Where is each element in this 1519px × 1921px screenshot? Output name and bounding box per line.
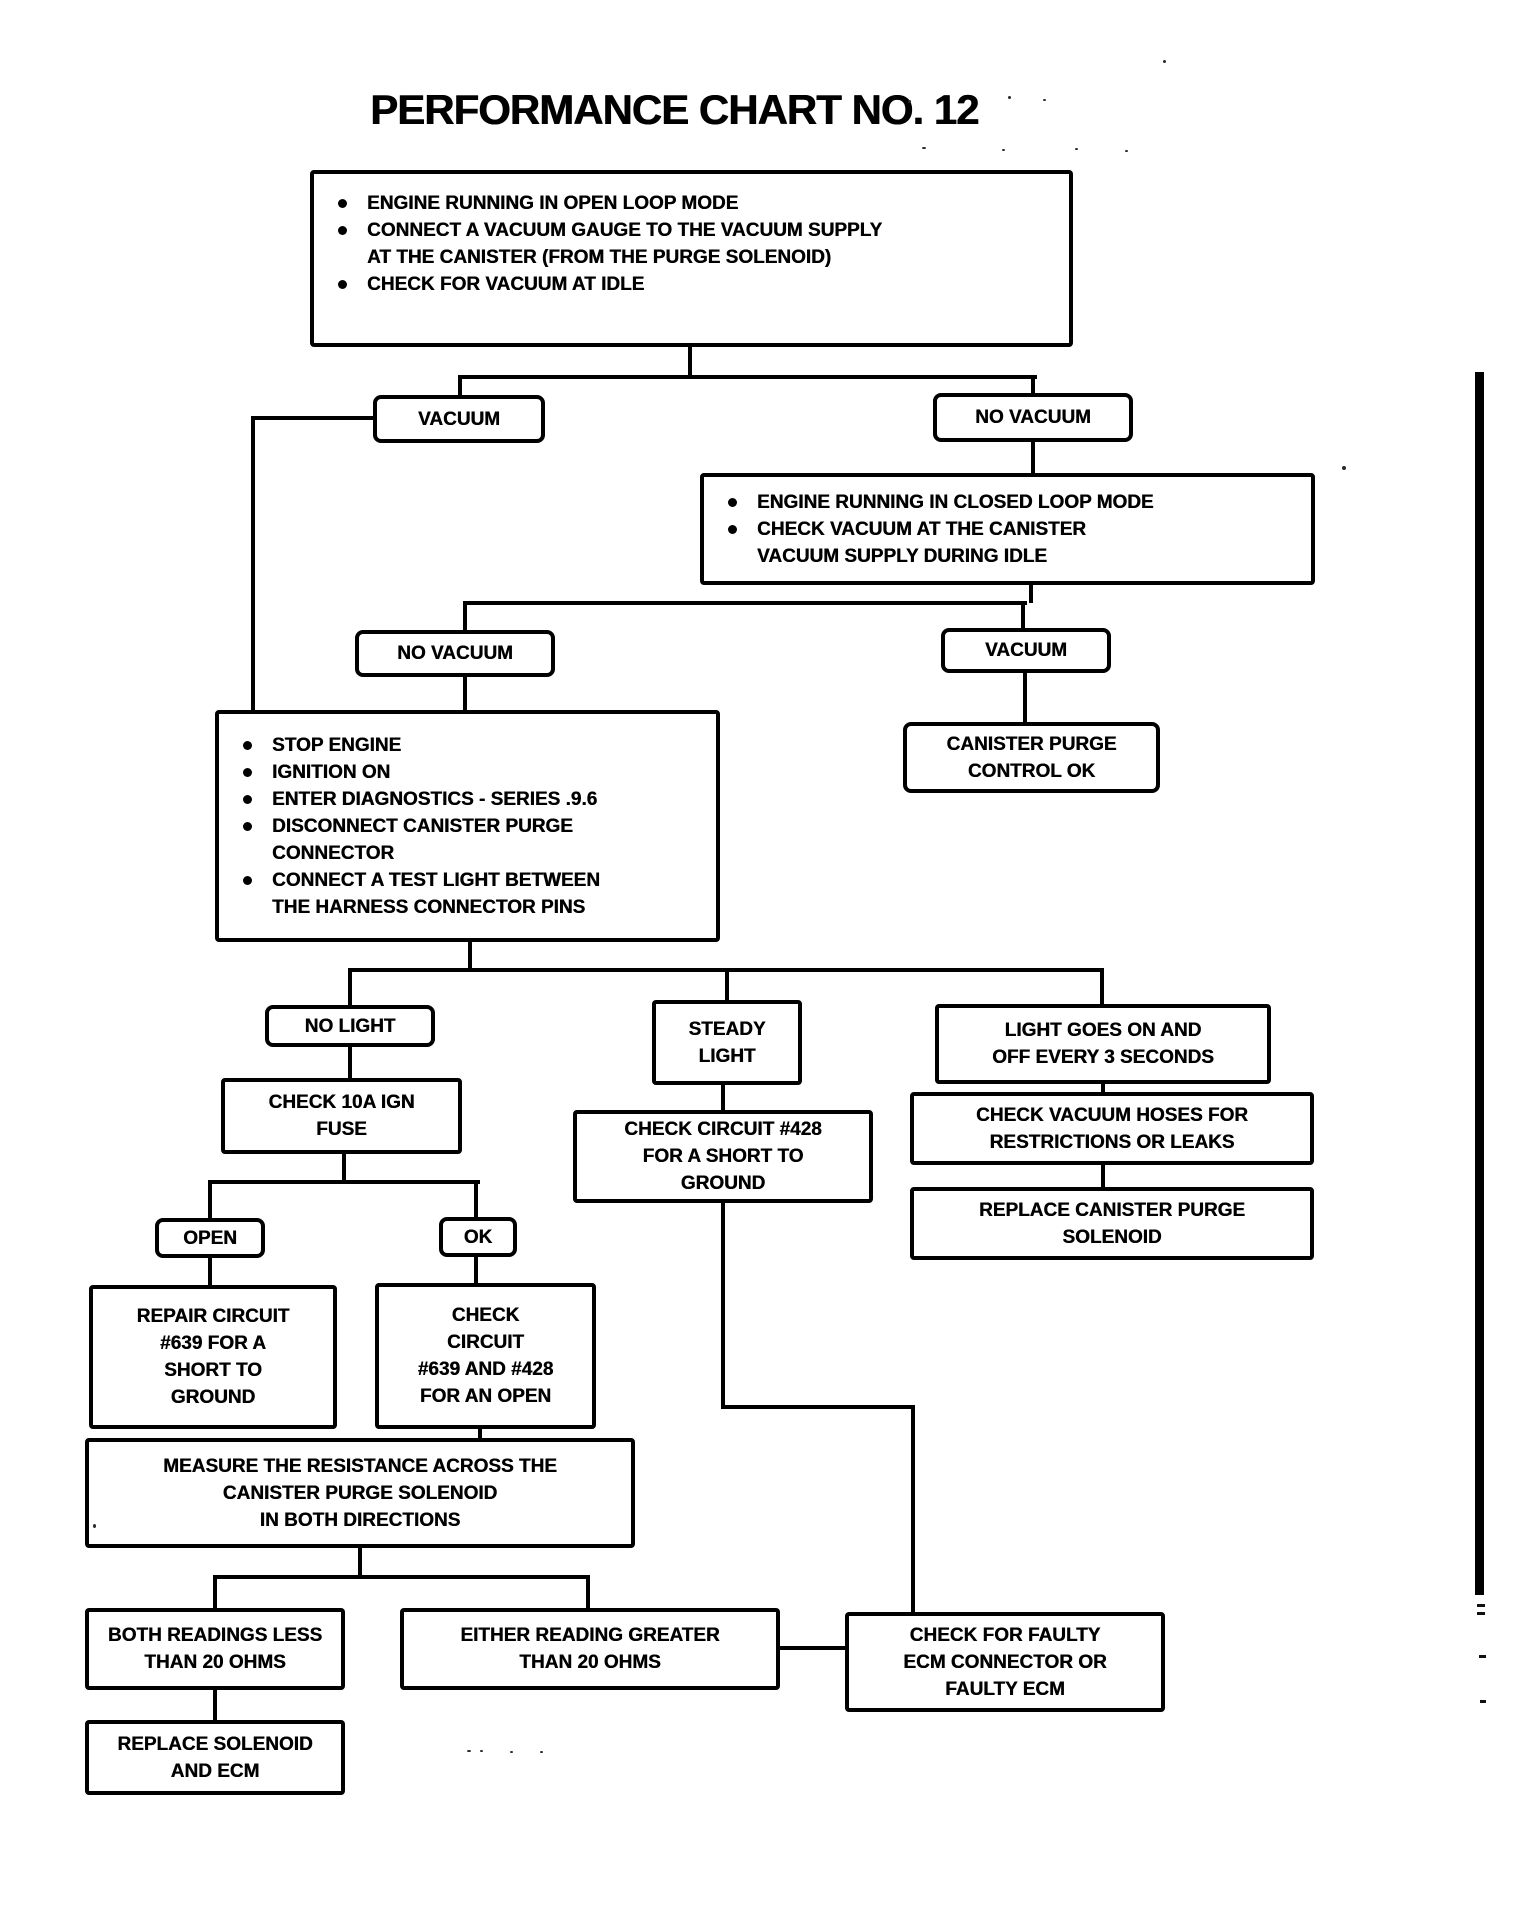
scan-artifact [1043,99,1046,101]
flow-line [721,1203,725,1409]
scan-artifact [1008,96,1011,99]
scan-artifact [1163,60,1166,63]
node-both-readings: BOTH READINGS LESS THAN 20 OHMS [85,1608,345,1690]
bullet-dot [338,226,347,235]
node-ok: OK [439,1217,517,1257]
node-stop-engine: STOP ENGINE IGNITION ON ENTER DIAGNOSTIC… [215,710,720,942]
scan-artifact [1479,1655,1486,1658]
flow-line [342,1154,346,1184]
node-check-circuit-428: CHECK CIRCUIT #428 FOR A SHORT TO GROUND [573,1110,873,1203]
flow-line [1029,585,1033,603]
bullet-dot [243,740,252,750]
node-measure-resistance: MEASURE THE RESISTANCE ACROSS THE CANIST… [85,1438,635,1548]
flow-line [1101,1084,1105,1094]
flow-line [1021,601,1025,630]
flow-line [458,375,1037,379]
bullet-dot [243,875,252,885]
flow-line [911,1405,915,1614]
flow-line [463,677,467,712]
scan-artifact [1477,1604,1485,1607]
flow-line [251,416,375,420]
node-vacuum-2: VACUUM [941,628,1111,673]
node-either-reading: EITHER READING GREATER THAN 20 OHMS [400,1608,780,1690]
bullet-dot [338,280,347,289]
node-closed-loop: ENGINE RUNNING IN CLOSED LOOP MODE CHECK… [700,473,1315,585]
flow-line [586,1575,590,1610]
node-repair-circuit-639: REPAIR CIRCUIT #639 FOR A SHORT TO GROUN… [89,1285,337,1429]
flow-line [474,1180,478,1219]
node-start: ENGINE RUNNING IN OPEN LOOP MODE CONNECT… [310,170,1073,347]
flow-line [208,1258,212,1287]
flow-line [688,347,692,377]
flow-line [208,1180,212,1220]
flow-line [1023,673,1027,724]
bullet-dot [243,821,252,831]
node-light-3-seconds: LIGHT GOES ON AND OFF EVERY 3 SECONDS [935,1004,1271,1084]
flow-line [474,1257,478,1285]
flow-line [725,968,729,1002]
flow-line [468,942,472,970]
node-no-vacuum-1: NO VACUUM [933,393,1133,442]
flow-line [208,1180,480,1184]
bullet-dot [243,794,252,804]
flow-line [463,601,1027,605]
node-open: OPEN [155,1218,265,1258]
node-no-light: NO LIGHT [265,1005,435,1047]
node-check-circuit-639-428: CHECK CIRCUIT #639 AND #428 FOR AN OPEN [375,1283,596,1429]
flow-line [780,1646,847,1650]
flow-line [348,1047,352,1080]
flow-line [348,968,352,1007]
scan-artifact [1480,1700,1486,1703]
node-check-vacuum-hoses: CHECK VACUUM HOSES FOR RESTRICTIONS OR L… [910,1092,1314,1165]
scan-artifact [510,1751,513,1753]
node-replace-solenoid: REPLACE CANISTER PURGE SOLENOID [910,1187,1314,1260]
flow-line [213,1575,590,1579]
scan-artifact [93,1524,96,1528]
node-no-vacuum-2: NO VACUUM [355,630,555,677]
node-replace-solenoid-and-ecm: REPLACE SOLENOID AND ECM [85,1720,345,1795]
flow-line [721,1085,725,1112]
flow-line [1100,968,1104,1006]
scan-artifact [467,1750,471,1752]
node-canister-purge-ok: CANISTER PURGE CONTROL OK [903,722,1160,793]
flow-line [358,1548,362,1579]
bullet-dot [243,767,252,777]
bullet-dot [338,199,347,208]
node-check-faulty-ecm: CHECK FOR FAULTY ECM CONNECTOR OR FAULTY… [845,1612,1165,1712]
flow-line [213,1575,217,1610]
scan-artifact [540,1751,543,1753]
scan-artifact [922,147,926,149]
flow-line [1031,442,1035,475]
flow-line [213,1690,217,1722]
scan-artifact [480,1750,483,1752]
flow-line [1031,375,1035,395]
flow-line [458,375,462,397]
page-edge-bar [1475,372,1484,1595]
scan-artifact [1125,150,1128,152]
scan-artifact [1075,148,1078,150]
flow-line [478,1429,482,1440]
node-check-fuse: CHECK 10A IGN FUSE [221,1078,462,1154]
flow-line [251,416,255,712]
flow-line [1101,1165,1105,1189]
flow-line [463,601,467,632]
scan-artifact [1477,1612,1485,1615]
node-vacuum-1: VACUUM [373,395,545,443]
scan-artifact [1002,149,1005,151]
page-title: PERFORMANCE CHART NO. 12 [370,86,979,133]
node-steady-light: STEADY LIGHT [652,1000,802,1085]
scan-artifact [1342,466,1346,470]
bullet-dot [728,524,737,534]
scan-artifact [908,100,911,103]
flow-line [721,1405,915,1409]
bullet-dot [728,497,737,507]
